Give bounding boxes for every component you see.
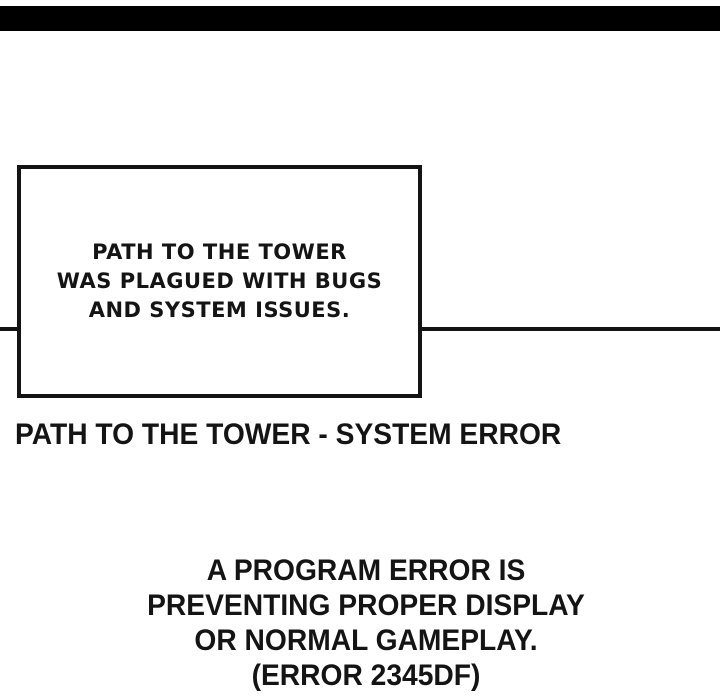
- narration-line: WAS PLAGUED WITH BUGS: [56, 269, 383, 293]
- error-message-line: PREVENTING PROPER DISPLAY: [147, 589, 585, 622]
- previous-panel-edge-bar: [0, 6, 720, 31]
- error-message-line: A PROGRAM ERROR IS: [206, 554, 526, 587]
- narration-line: PATH TO THE TOWER: [92, 240, 347, 264]
- narration-line: AND SYSTEM ISSUES.: [88, 298, 351, 322]
- panel-caption: PATH TO THE TOWER - SYSTEM ERROR: [15, 418, 562, 451]
- error-message: A PROGRAM ERROR IS PREVENTING PROPER DIS…: [28, 553, 705, 693]
- error-message-line: OR NORMAL GAMEPLAY.: [194, 624, 538, 657]
- error-message-line: (ERROR 2345DF): [251, 659, 481, 692]
- narration-box: PATH TO THE TOWER WAS PLAGUED WITH BUGS …: [17, 165, 422, 398]
